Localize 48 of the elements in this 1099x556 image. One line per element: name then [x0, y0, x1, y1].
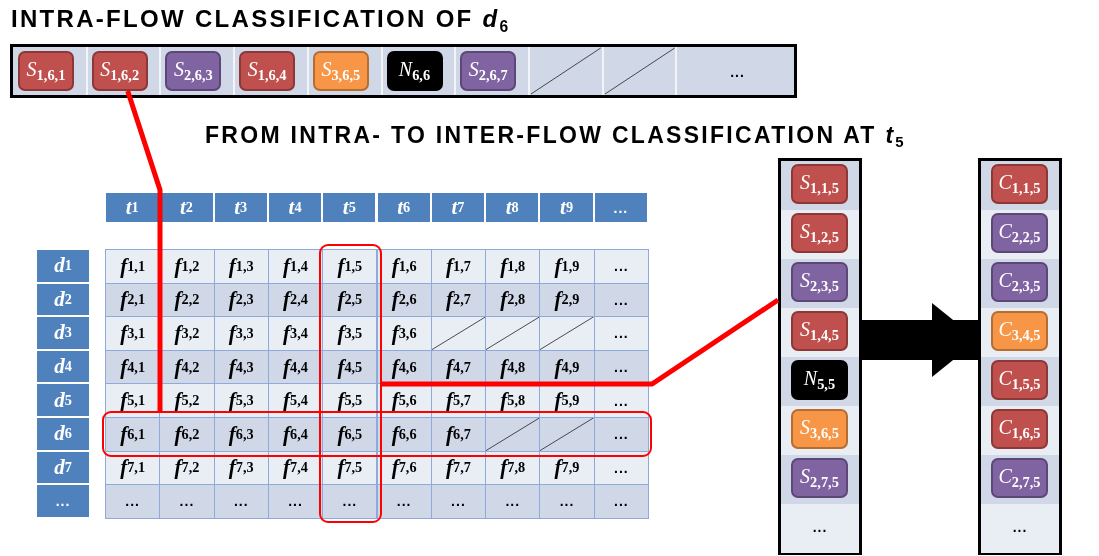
class-tag: C$_{3,4,5}$: [991, 311, 1048, 351]
class-tag: C$_{1,1,5}$: [991, 164, 1048, 204]
class-tag: S$_{3,6,5}$: [312, 51, 369, 91]
row-header: ...: [36, 484, 90, 518]
table-cell: ...: [485, 484, 541, 519]
table-cell: ...: [213, 484, 269, 519]
class-tag: S$_{1,4,5}$: [791, 311, 848, 351]
class-tag: C$_{1,5,5}$: [991, 360, 1048, 400]
ellipsis: ...: [1011, 518, 1029, 537]
class-tag: N$_{6,6}$: [386, 51, 443, 91]
table-cell: ...: [322, 484, 378, 519]
class-column: [978, 158, 1062, 555]
table-cell: ...: [593, 484, 649, 519]
heading: INTRA-FLOW CLASSIFICATION OF d$_{6}$: [11, 5, 511, 36]
table-cell: ...: [593, 417, 649, 452]
class-tag: S$_{1,6,2}$: [91, 51, 148, 91]
connector-line: [125, 90, 163, 411]
class-tag: N$_{5,5}$: [791, 360, 848, 400]
column-header: ...: [593, 192, 648, 223]
class-column: [778, 158, 862, 555]
class-tag: S$_{2,7,5}$: [791, 458, 848, 498]
class-tag: C$_{2,2,5}$: [991, 213, 1048, 253]
table-cell: ...: [159, 484, 215, 519]
ellipsis: ...: [811, 518, 829, 537]
class-tag: C$_{1,6,5}$: [991, 409, 1048, 449]
table-cell: ...: [376, 484, 432, 519]
class-tag: S$_{3,6,5}$: [791, 409, 848, 449]
table-cell: ...: [593, 249, 649, 284]
table-cell: ...: [430, 484, 487, 519]
ellipsis: ...: [729, 63, 746, 82]
heading: FROM INTRA- TO INTER-FLOW CLASSIFICATION AT t$_{5}$: [205, 122, 906, 151]
class-tag: S$_{1,1,5}$: [791, 164, 848, 204]
table-cell: ...: [593, 316, 649, 351]
connector-line: [382, 297, 780, 387]
class-tag: S$_{1,6,1}$: [18, 51, 74, 91]
class-tag: S$_{1,6,4}$: [239, 51, 296, 91]
class-tag: S$_{1,2,5}$: [791, 213, 848, 253]
class-tag: C$_{2,7,5}$: [991, 458, 1048, 498]
table-cell: ...: [267, 484, 324, 519]
highlight-frame: [102, 411, 652, 457]
block-arrow: [862, 303, 978, 377]
class-tag: S$_{2,3,5}$: [791, 262, 848, 302]
class-tag: C$_{2,3,5}$: [991, 262, 1048, 302]
table-cell: ...: [105, 484, 161, 519]
class-tag: S$_{2,6,7}$: [460, 51, 517, 91]
highlight-frame: [319, 244, 382, 523]
class-tag: S$_{2,6,3}$: [165, 51, 222, 91]
table-cell: ...: [539, 484, 595, 519]
